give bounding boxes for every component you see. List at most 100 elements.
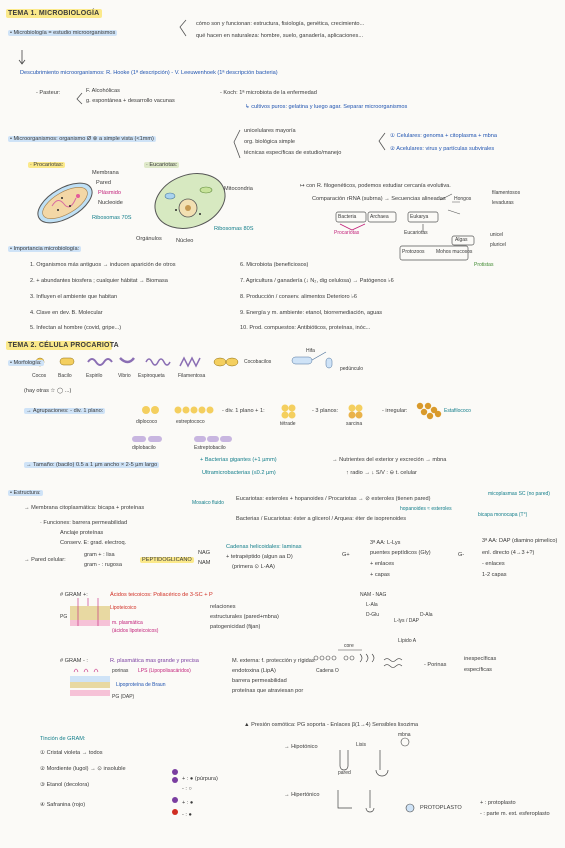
imp-8: 8. Producción / conserv. alimentos Deter… (240, 294, 357, 300)
hipertonico: → Hipertónico (284, 792, 320, 798)
cocos-label: Cocos (32, 373, 47, 379)
nutrientes: → Nutrientes del exterior y excreción → … (332, 457, 447, 463)
hopanoides: hopanoides ≈ esteroles (400, 506, 452, 512)
ribosomas70-label: Ribosomas 70S (92, 215, 132, 221)
gram-rugosa: gram - : rugosa (84, 562, 122, 568)
mohos-label: Mohos mucosos (436, 249, 473, 255)
uni-2: org. biológica simple (244, 139, 295, 145)
eucariotas-tree-label: Eucariotas (404, 230, 428, 236)
unicel-label: unicel (490, 232, 504, 238)
gminus-b3: - enlaces (482, 561, 505, 567)
membrana-label: Membrana (92, 170, 119, 176)
tincion-2: ② Mordiente (lugol) → ⊙ insoluble (40, 766, 126, 772)
purple-dot (172, 769, 178, 775)
div-3: - 3 planos: (312, 408, 339, 414)
membrana-citoplasmatica: → Membrana citoplasmática: bicapa + prot… (24, 505, 145, 511)
hipotonico: → Hipotónico (284, 744, 318, 750)
eukarya-box (407, 211, 439, 223)
protozoos-label: Protozoos (402, 249, 425, 255)
porinas-label: porinas (112, 668, 129, 674)
irregular: - irregular: (382, 408, 408, 414)
uni-3: técnicas específicas de estudio/manejo (244, 150, 342, 156)
lisis-label: Lisis (356, 742, 367, 748)
eukaryote-cell-drawing (154, 173, 226, 229)
filamentosos-label: filamentosos (492, 190, 521, 196)
inespecificas: inespecíficas (464, 656, 497, 662)
gram-positive-heading: # GRAM +: (60, 592, 88, 598)
title2-highlight (6, 341, 112, 350)
endotoxina: endotoxina (LipA) (232, 668, 276, 674)
micro-what: cómo son y funcionan: estructura, fisiol… (196, 21, 365, 27)
hay-otras: (hay otras ☆ ◯ ...) (24, 388, 72, 394)
estafilococo-label: Estafilococo (444, 408, 471, 414)
purple-dot-2 (172, 777, 178, 783)
agrupaciones: → Agrupaciones: - div. 1 plano: (24, 408, 106, 414)
lipoteicoicos-label: (ácidos lipoteicoicos) (112, 628, 159, 634)
acidos-teicoicos: Ácidos teicoicos: Poliacérico de 3-SC + … (110, 592, 213, 598)
morfologia: • Morfología: (8, 360, 44, 366)
descubrimiento: Descubrimiento microorganismos: R. Hooke… (20, 70, 278, 76)
g-minus-label: G- (458, 552, 465, 558)
diplococo-label: diplococo (136, 419, 158, 425)
eucariotas-esteroles: Eucariotas: esteroles + hopanoides / Pro… (236, 496, 431, 502)
lys-sketch: L-lys / DAP (394, 618, 420, 624)
mbna-osm-label: mbna (398, 732, 411, 738)
mosaico-fluido: Mosaico fluido (192, 500, 224, 506)
vibrio-label: Vibrio (118, 373, 131, 379)
imp-4: 4. Clave en dev. B. Molecular (30, 310, 103, 316)
micro-definition: • Microbiología = estudio microorganismo… (8, 30, 118, 36)
eukarya-label: Eukarya (410, 214, 429, 220)
acelulares: ② Acelulares: virus y partículas subvira… (390, 146, 495, 152)
tincion-3: ③ Etanol (decolora) (40, 782, 90, 788)
gminus-b4: 1-2 capas (482, 572, 507, 578)
hifa-label: Hifa (306, 348, 315, 354)
red-dot (172, 809, 178, 815)
nucleoide-label: Nucleoide (98, 200, 123, 206)
radio: ↑ radio → ↓ S/V : ⊖ t. celular (346, 470, 417, 476)
primera-aa: (primera ⊙ L-AA) (232, 564, 275, 570)
g-plus-label: G+ (342, 552, 350, 558)
morphology-shapes (35, 351, 333, 369)
importancia: • Importancia microbiología: (8, 246, 82, 252)
pluricel-label: pluricel (490, 242, 506, 248)
pared-label: Pared (96, 180, 111, 186)
l-ala-sketch: L-Ala (366, 602, 378, 608)
bacterias-gigantes: + Bacterias gigantes (+1 µmm) (200, 457, 277, 463)
estructurales: estructurales (pared+mbna) (210, 614, 279, 620)
nucleo-label: Núcleo (176, 238, 194, 244)
d-ala-sketch: D-Ala (420, 612, 433, 618)
brace-3 (233, 129, 241, 159)
gram-negative-heading: # GRAM - : (60, 658, 88, 664)
tincion-1: ① Cristal violeta → todos (40, 750, 103, 756)
tema1-title: TEMA 1. MICROBIOLOGÍA (8, 10, 100, 17)
funciones: · Funciones: barrera permeabilidad (40, 520, 128, 526)
safranina-minus: - : ● (182, 812, 192, 818)
nam-nag-sketch: NAM - NAG (360, 592, 387, 598)
osmosis-drawing (337, 737, 415, 813)
imp-5: 5. Infectan al hombre (covid, gripe...) (30, 325, 122, 331)
filamentosa-label: Filamentosa (178, 373, 206, 379)
conservacion: Conserv. E: grad. electroq. (60, 540, 127, 546)
purple-dot-3 (172, 797, 178, 803)
d-glu-sketch: D-Glu (366, 612, 380, 618)
uni-1: unicelulares mayoría (244, 128, 296, 134)
plasmido-label: Plásmido (98, 190, 122, 196)
gram-negative-wall (70, 668, 110, 696)
patogenicidad: patogenicidad (fijan) (210, 624, 261, 630)
koch: - Koch: 1ª microbiota de la enfermedad (220, 90, 317, 96)
protoplasto: PROTOPLASTO (420, 805, 462, 811)
bacteria-eucariotas: Bacterias / Eucariotas: éster a glicerol… (236, 516, 407, 522)
sarcina-label: sarcina (346, 421, 363, 427)
protistas-box (399, 245, 469, 261)
pg-dap-label: PG (DAP) (112, 694, 135, 700)
pasteur-1: F. Alcohólicas (86, 88, 120, 94)
organulos-label: Orgánulos (136, 236, 162, 242)
lipoproteina-label: Lipoproteína de Braun (116, 682, 166, 688)
archaea-label: Archaea (370, 214, 389, 220)
lps-chain (313, 649, 403, 668)
micro-what2: qué hacen en naturaleza: hombre, suelo, … (196, 33, 363, 39)
archaea-box (367, 211, 397, 223)
ultramicrobacterias: Ultramicrobacterias (≤0.2 µm) (202, 470, 276, 476)
espiroqueta-label: Espiroqueta (138, 373, 165, 379)
